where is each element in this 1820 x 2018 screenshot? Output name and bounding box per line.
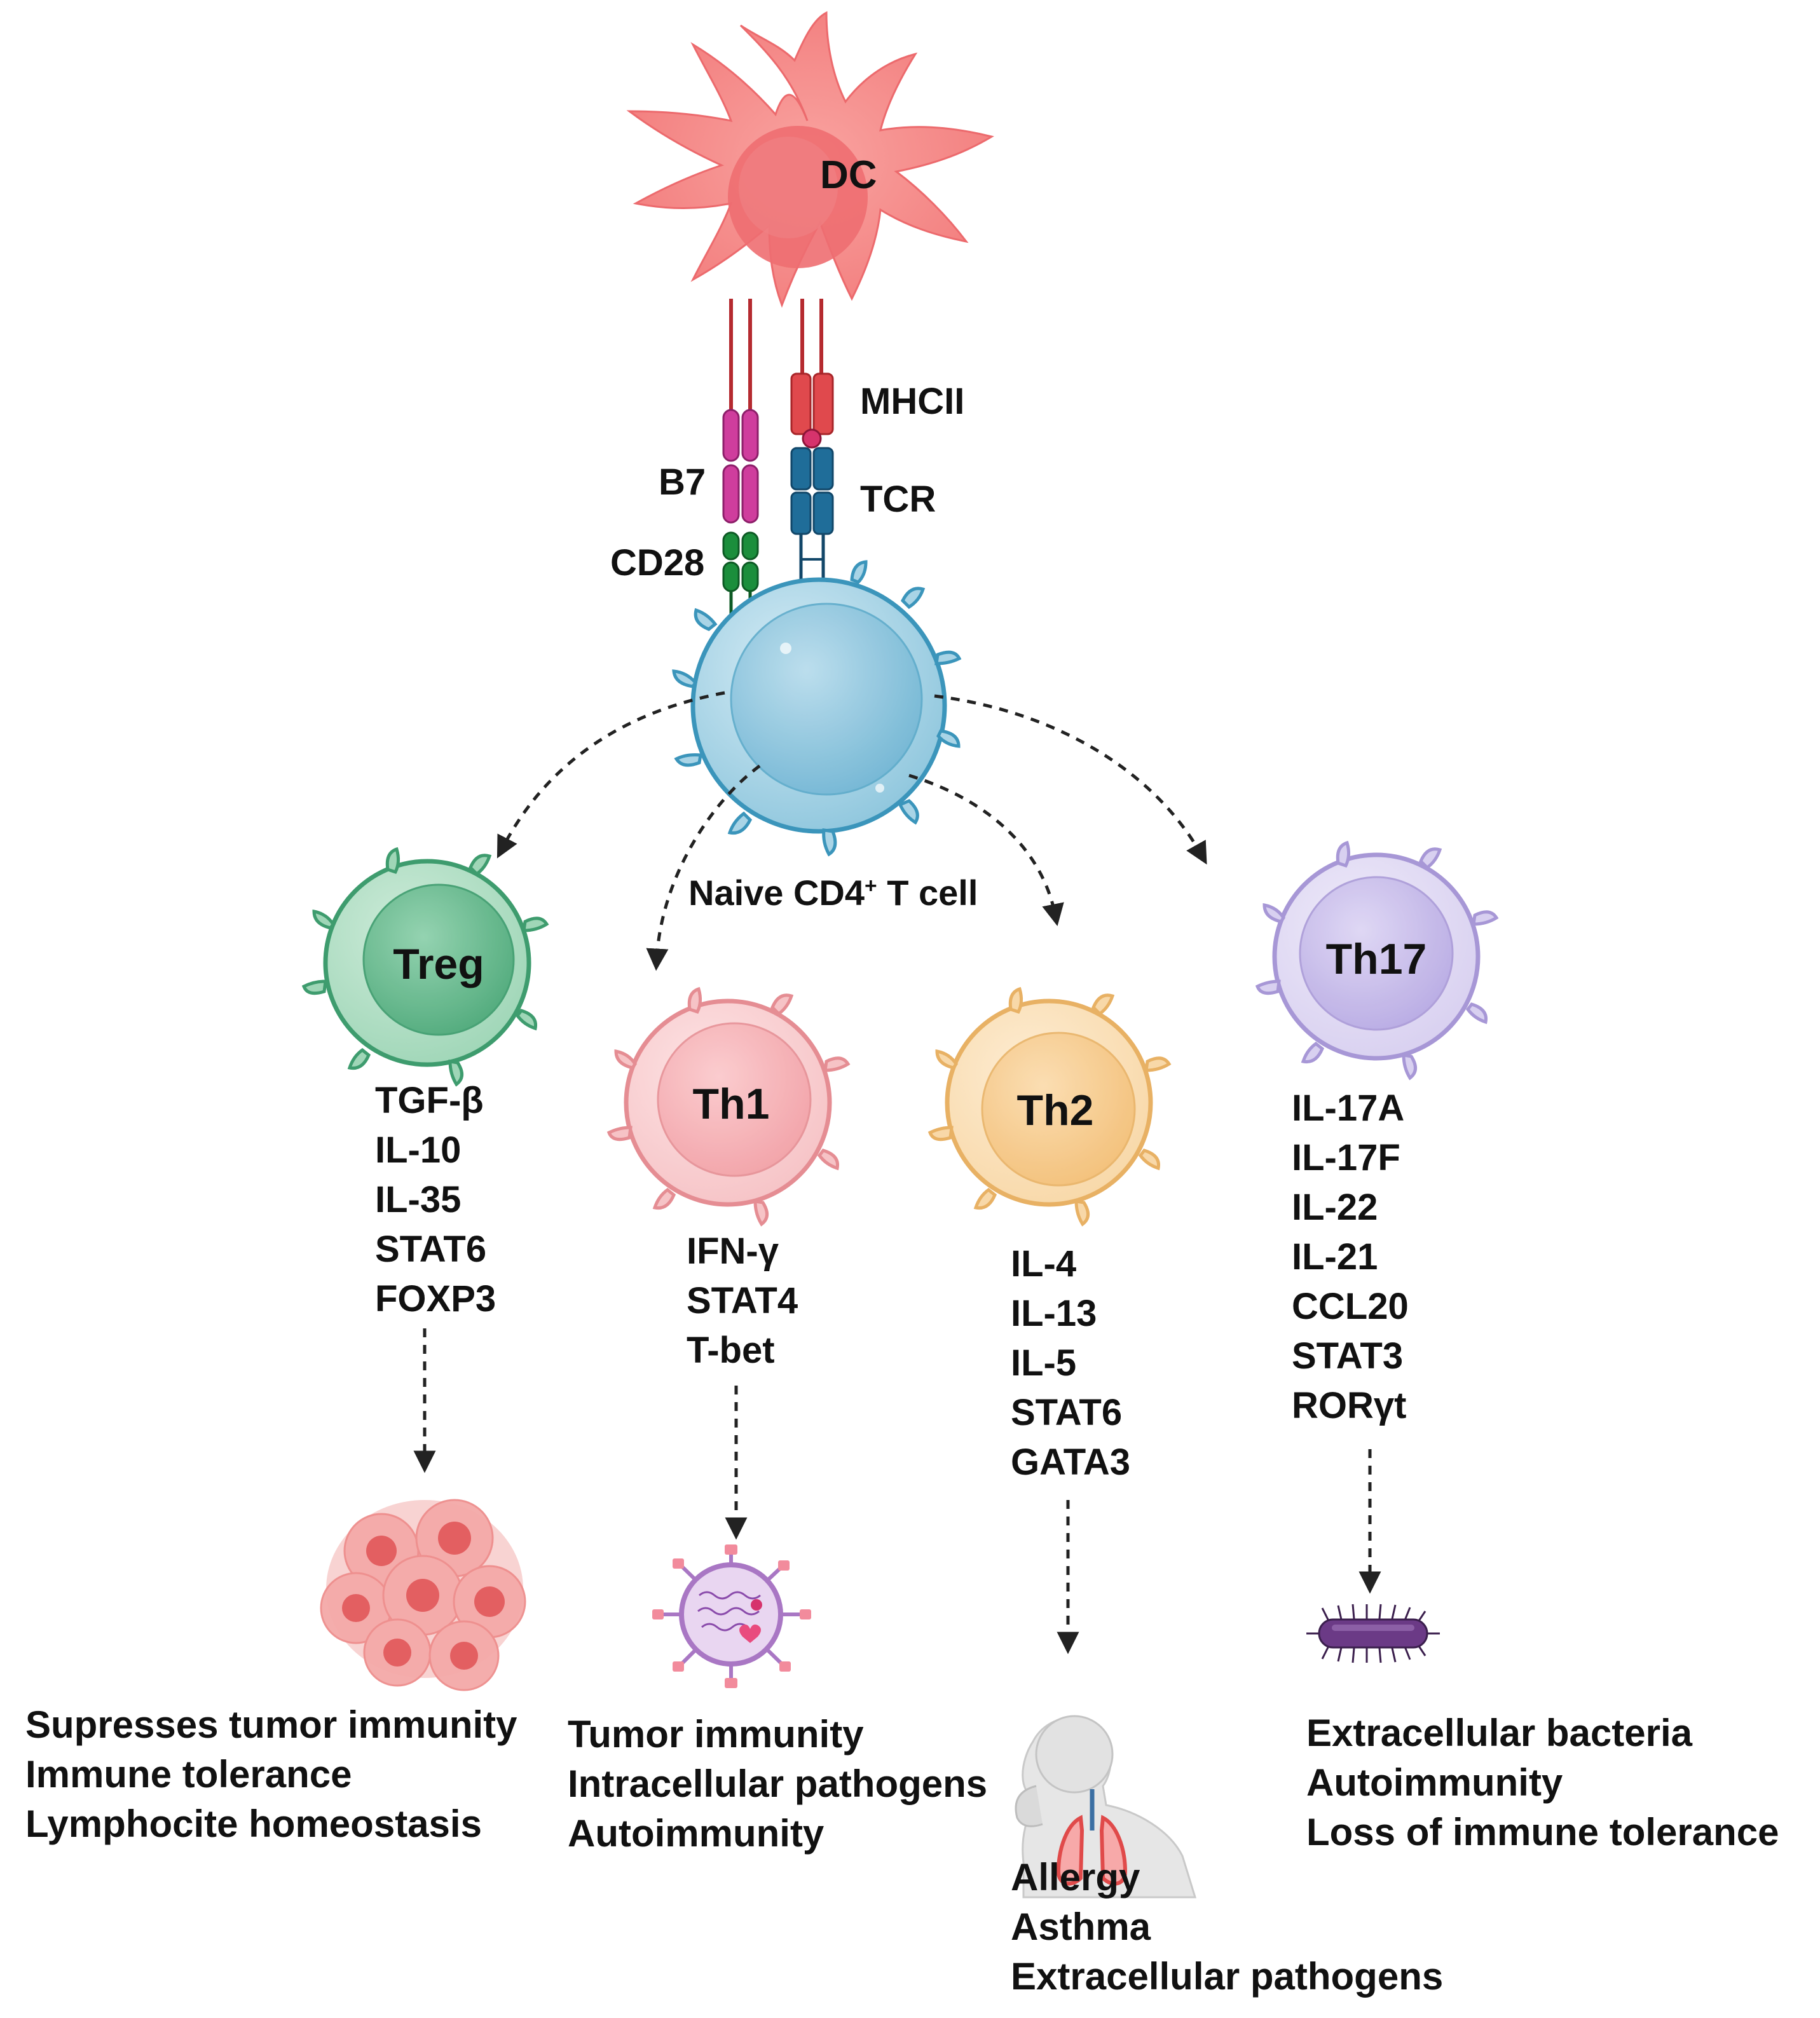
treg-outcome: Immune tolerance bbox=[25, 1753, 352, 1796]
th1-outcome: Intracellular pathogens bbox=[568, 1762, 988, 1805]
naive-cd4-t-cell bbox=[672, 560, 962, 857]
outcome-arrows bbox=[413, 1328, 1381, 1654]
treg-label: Treg bbox=[393, 940, 484, 988]
dendritic-cell bbox=[626, 11, 994, 308]
th2-outcome: Extracellular pathogens bbox=[1011, 1955, 1444, 1998]
asthma-patient-lungs-icon bbox=[1015, 1715, 1197, 1899]
th2-marker: STAT6 bbox=[1011, 1392, 1123, 1433]
antigen-peptide bbox=[802, 428, 822, 449]
tcr-label: TCR bbox=[860, 479, 936, 520]
mhcii-label: MHCII bbox=[860, 381, 965, 422]
th2-marker: GATA3 bbox=[1011, 1442, 1130, 1483]
virus-icon bbox=[652, 1544, 811, 1688]
treg-marker: IL-10 bbox=[375, 1129, 462, 1171]
naive-label-superscript: + bbox=[865, 874, 877, 898]
th1-markers: IFN-γ STAT4 T-bet bbox=[687, 1227, 798, 1375]
treg-nucleus bbox=[362, 883, 515, 1036]
th1-cell bbox=[606, 986, 851, 1227]
bacterium-icon bbox=[1306, 1604, 1440, 1663]
th2-markers: IL-4 IL-13 IL-5 STAT6 GATA3 bbox=[1011, 1239, 1130, 1487]
tcr-molecule bbox=[790, 447, 834, 597]
treg-outcome: Supresses tumor immunity bbox=[25, 1703, 517, 1746]
b7-molecule bbox=[722, 409, 759, 524]
th17-marker: IL-17A bbox=[1292, 1087, 1405, 1129]
b7-label: B7 bbox=[659, 461, 706, 503]
th2-outcome: Allergy bbox=[1011, 1856, 1140, 1899]
th2-marker: IL-5 bbox=[1011, 1342, 1077, 1384]
treg-markers: TGF-β IL-10 IL-35 STAT6 FOXP3 bbox=[375, 1076, 496, 1324]
th17-outcomes: Extracellular bacteria Autoimmunity Loss… bbox=[1306, 1708, 1779, 1857]
treg-marker: STAT6 bbox=[375, 1229, 487, 1270]
th17-outcome: Autoimmunity bbox=[1306, 1761, 1563, 1804]
th2-label: Th2 bbox=[1016, 1086, 1094, 1135]
th17-marker: IL-21 bbox=[1292, 1236, 1378, 1278]
th1-marker: T-bet bbox=[687, 1330, 775, 1371]
treg-cell bbox=[301, 847, 549, 1087]
th1-marker: STAT4 bbox=[687, 1280, 798, 1321]
th17-marker: IL-17F bbox=[1292, 1137, 1400, 1178]
b7-cd28-complex bbox=[722, 299, 759, 636]
lungs-icon bbox=[1056, 1789, 1128, 1886]
naive-cd4-t-cell-label: Naive CD4+ T cell bbox=[688, 872, 978, 913]
arrow-to-th2 bbox=[908, 774, 1064, 927]
th2-outcomes: Allergy Asthma Extracellular pathogens bbox=[1011, 1853, 1443, 2001]
arrow-to-th1 bbox=[646, 764, 761, 971]
th1-outcome: Autoimmunity bbox=[568, 1812, 824, 1855]
th17-marker: CCL20 bbox=[1292, 1286, 1409, 1327]
mhcii-molecule bbox=[790, 372, 834, 449]
th2-cell bbox=[927, 986, 1172, 1227]
th1-outcome: Tumor immunity bbox=[568, 1713, 864, 1756]
th17-marker: STAT3 bbox=[1292, 1335, 1404, 1377]
tumor-cells-icon bbox=[320, 1499, 526, 1691]
arrow-to-th17 bbox=[934, 694, 1207, 865]
th17-label: Th17 bbox=[1325, 935, 1427, 983]
th1-marker: IFN-γ bbox=[687, 1231, 779, 1272]
th2-nucleus bbox=[981, 1032, 1136, 1187]
th1-outcomes: Tumor immunity Intracellular pathogens A… bbox=[568, 1710, 987, 1858]
th17-marker: IL-22 bbox=[1292, 1187, 1378, 1228]
th17-nucleus bbox=[1299, 876, 1454, 1031]
arrow-to-treg bbox=[496, 691, 725, 859]
differentiation-arrows bbox=[496, 691, 1207, 971]
th2-marker: IL-13 bbox=[1011, 1293, 1097, 1334]
treg-marker: IL-35 bbox=[375, 1179, 462, 1220]
th17-outcome: Loss of immune tolerance bbox=[1306, 1811, 1779, 1853]
th17-markers: IL-17A IL-17F IL-22 IL-21 CCL20 STAT3 RO… bbox=[1292, 1084, 1409, 1431]
treg-marker: FOXP3 bbox=[375, 1278, 496, 1319]
cd28-molecule bbox=[722, 531, 759, 636]
naive-cd4-t-cell-nucleus bbox=[730, 603, 923, 796]
treg-outcomes: Supresses tumor immunity Immune toleranc… bbox=[25, 1700, 517, 1849]
naive-label-text: Naive CD4 bbox=[688, 873, 865, 913]
th17-cell bbox=[1255, 840, 1499, 1081]
th1-nucleus bbox=[657, 1022, 812, 1177]
th1-label: Th1 bbox=[692, 1080, 770, 1128]
th2-outcome: Asthma bbox=[1011, 1906, 1151, 1948]
mhcii-tcr-complex bbox=[790, 299, 834, 597]
cd28-label: CD28 bbox=[610, 542, 705, 583]
th17-marker: RORγt bbox=[1292, 1385, 1407, 1426]
treg-marker: TGF-β bbox=[375, 1080, 484, 1121]
th2-marker: IL-4 bbox=[1011, 1243, 1077, 1285]
th17-outcome: Extracellular bacteria bbox=[1306, 1712, 1693, 1754]
dc-label: DC bbox=[820, 153, 877, 197]
treg-outcome: Lymphocite homeostasis bbox=[25, 1803, 482, 1845]
naive-label-suffix: T cell bbox=[877, 873, 978, 913]
